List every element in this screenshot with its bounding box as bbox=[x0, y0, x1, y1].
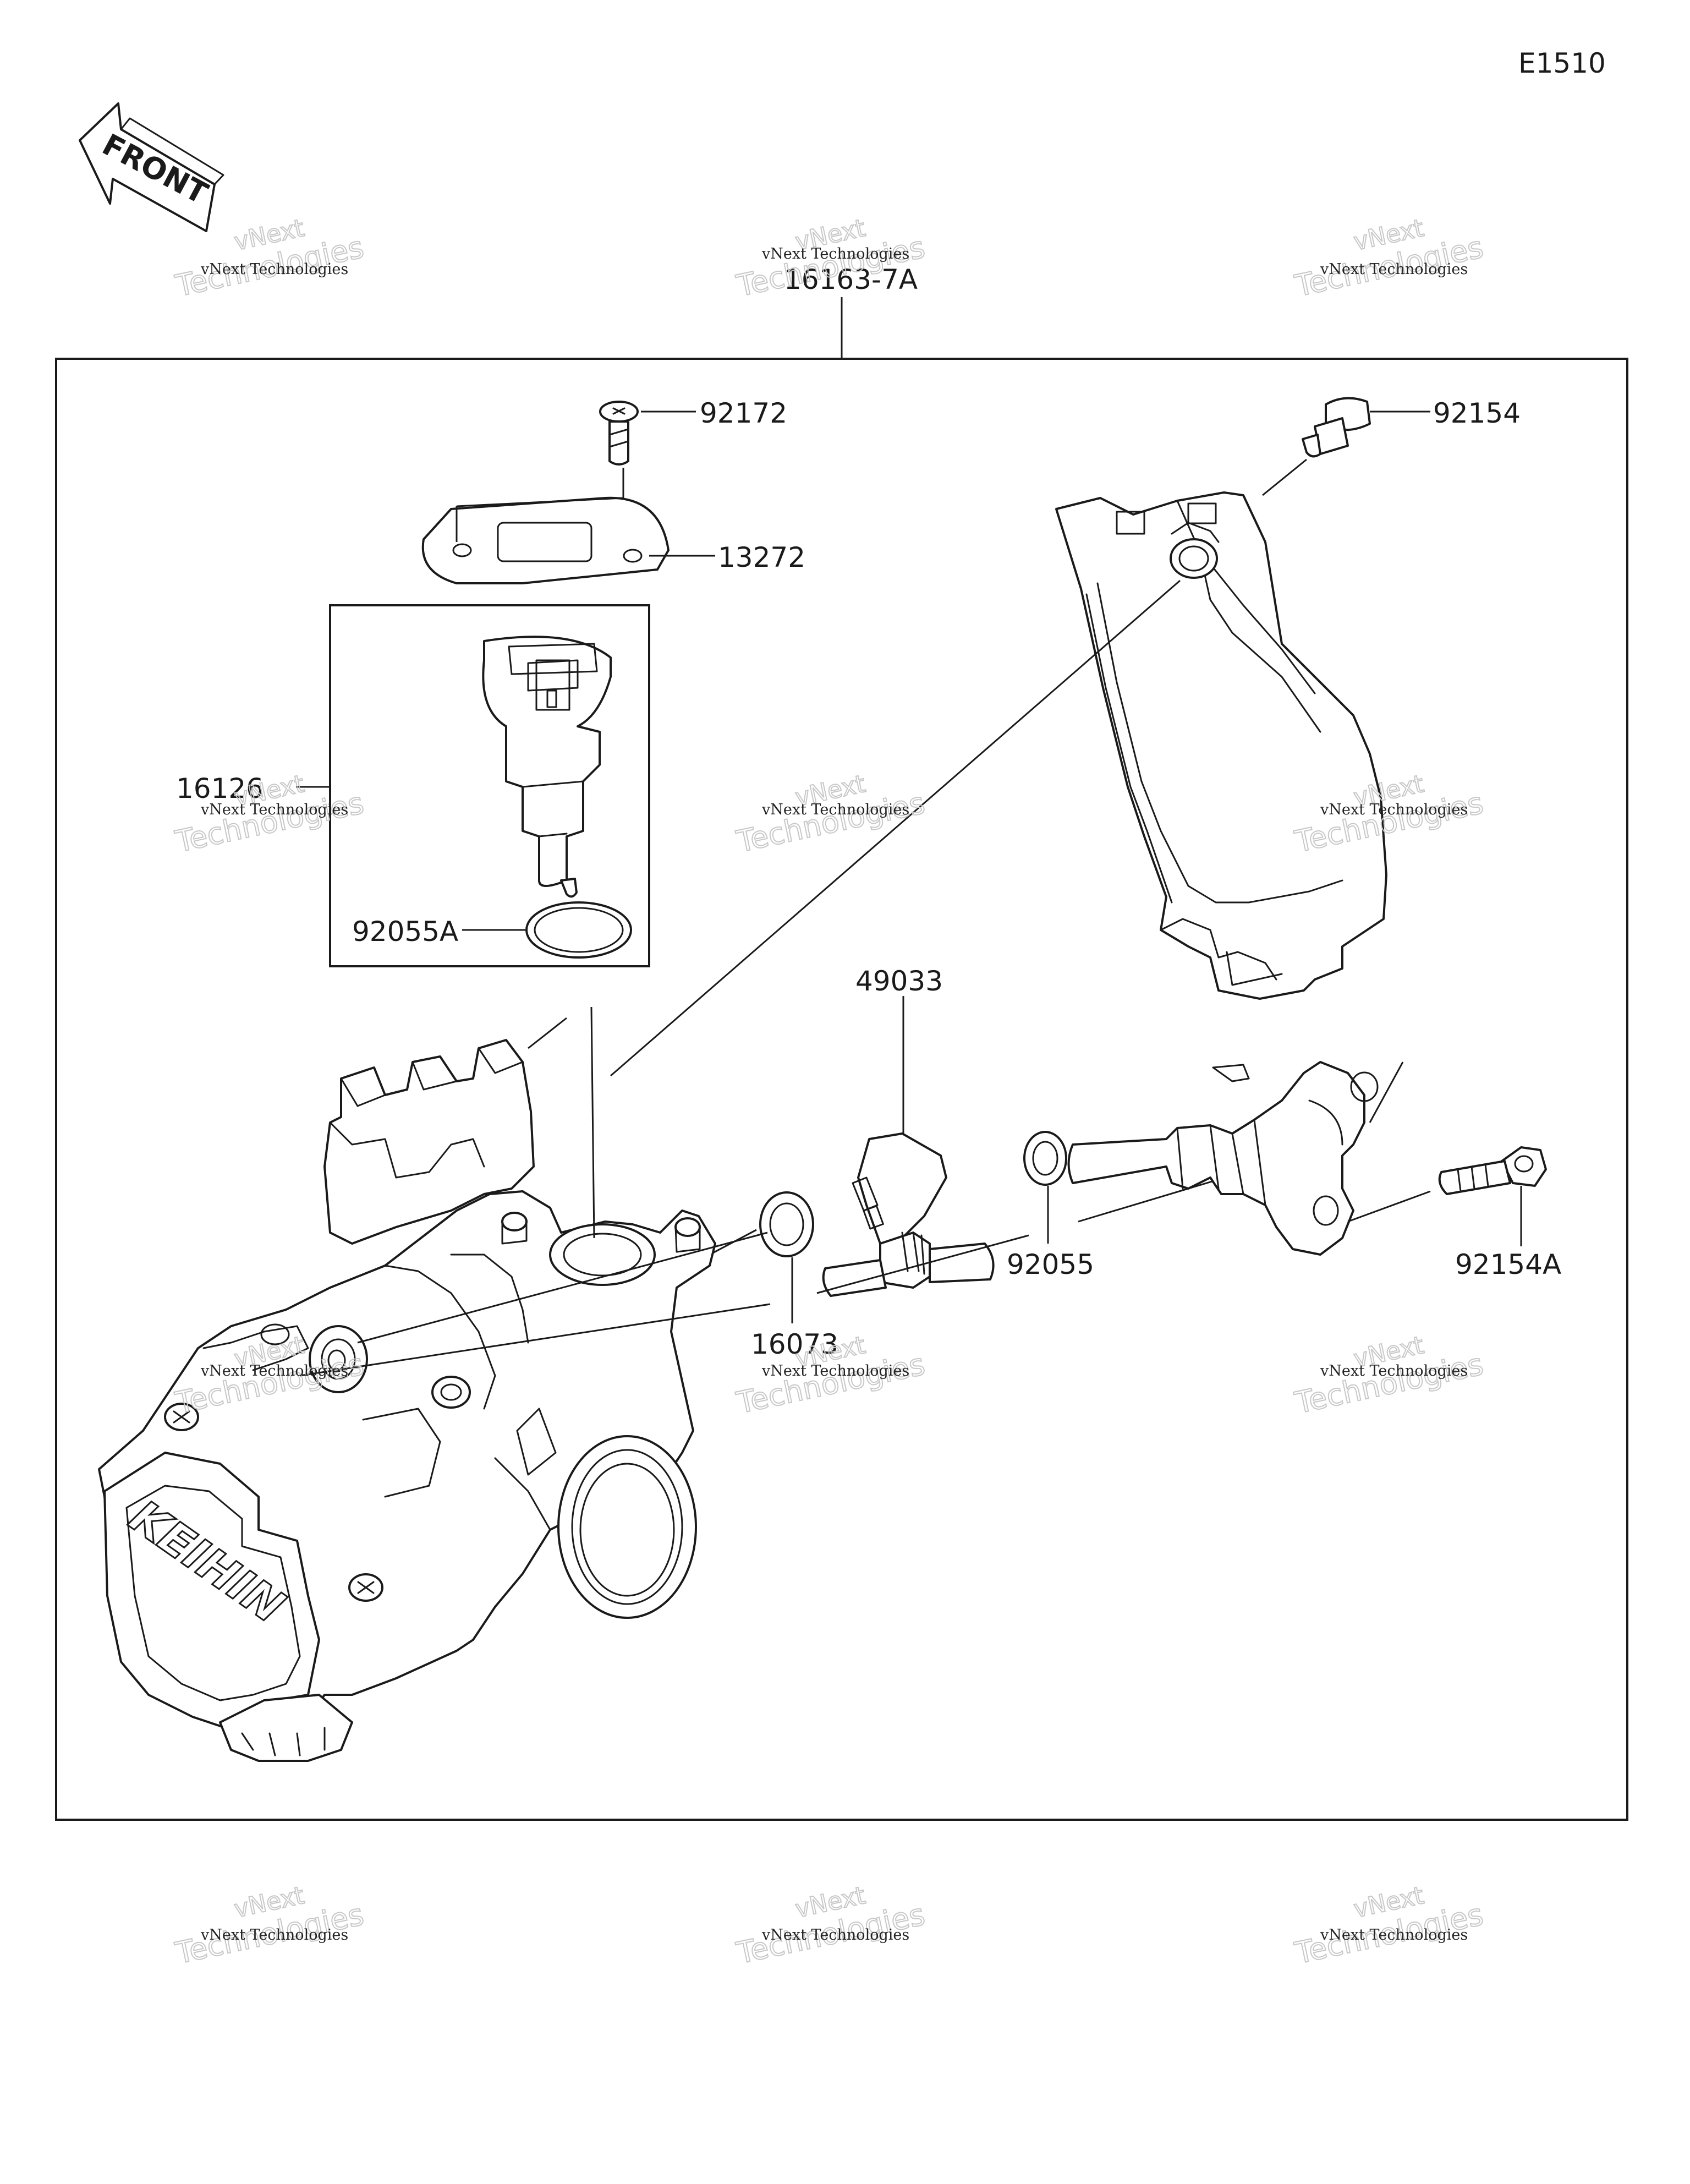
svg-text:vNext Technologies: vNext Technologies bbox=[761, 801, 909, 818]
label-gasket: 13272 bbox=[718, 541, 805, 573]
o-ring-92055A bbox=[525, 901, 632, 959]
svg-text:vNext Technologies: vNext Technologies bbox=[200, 1926, 348, 1944]
svg-text:vNext Technologies: vNext Technologies bbox=[761, 1926, 909, 1944]
throttle-body: KEIHIN bbox=[98, 1006, 771, 1762]
svg-text:vNext Technologies: vNext Technologies bbox=[1320, 801, 1468, 818]
sensor-16126 bbox=[482, 636, 612, 898]
washer-92055 bbox=[1023, 1131, 1067, 1186]
label-washer: 92055 bbox=[1007, 1249, 1094, 1280]
sensor-kit-box bbox=[329, 604, 650, 967]
diagram-code: E1510 bbox=[1518, 47, 1606, 79]
label-bracket-bolt: 92154A bbox=[1455, 1249, 1561, 1280]
svg-text:vNext Technologies: vNext Technologies bbox=[761, 245, 909, 262]
label-injector-sensor: 49033 bbox=[855, 965, 943, 997]
label-cover-bolt: 92154 bbox=[1433, 397, 1521, 429]
label-o-ring: 92055A bbox=[352, 916, 458, 948]
front-arrow-icon: FRONT bbox=[79, 102, 224, 232]
svg-text:vNext Technologies: vNext Technologies bbox=[1320, 1926, 1468, 1944]
throttle-cover bbox=[1055, 491, 1387, 1000]
seal-16073 bbox=[759, 1191, 814, 1257]
fuel-inlet-bracket bbox=[1067, 1061, 1379, 1256]
bolt-92154A bbox=[1438, 1146, 1547, 1195]
label-sensor: 16126 bbox=[176, 773, 264, 804]
label-seal: 16073 bbox=[751, 1328, 838, 1360]
assembly-frame bbox=[55, 358, 1628, 1821]
screw-92172 bbox=[599, 401, 639, 466]
svg-text:vNext Technologies: vNext Technologies bbox=[1320, 1362, 1468, 1380]
svg-text:vNext Technologies: vNext Technologies bbox=[761, 1362, 909, 1380]
svg-text:vNext Technologies: vNext Technologies bbox=[200, 261, 348, 278]
bolt-92154 bbox=[1302, 397, 1371, 458]
assembly-part-number: 16163-7A bbox=[784, 264, 918, 295]
gasket-13272 bbox=[421, 496, 670, 584]
svg-text:vNext Technologies: vNext Technologies bbox=[1320, 261, 1468, 278]
svg-text:vNext Technologies: vNext Technologies bbox=[200, 801, 348, 818]
svg-text:vNext Technologies: vNext Technologies bbox=[200, 1362, 348, 1380]
injector-sensor-49033 bbox=[822, 1132, 995, 1297]
label-screw: 92172 bbox=[700, 397, 787, 429]
